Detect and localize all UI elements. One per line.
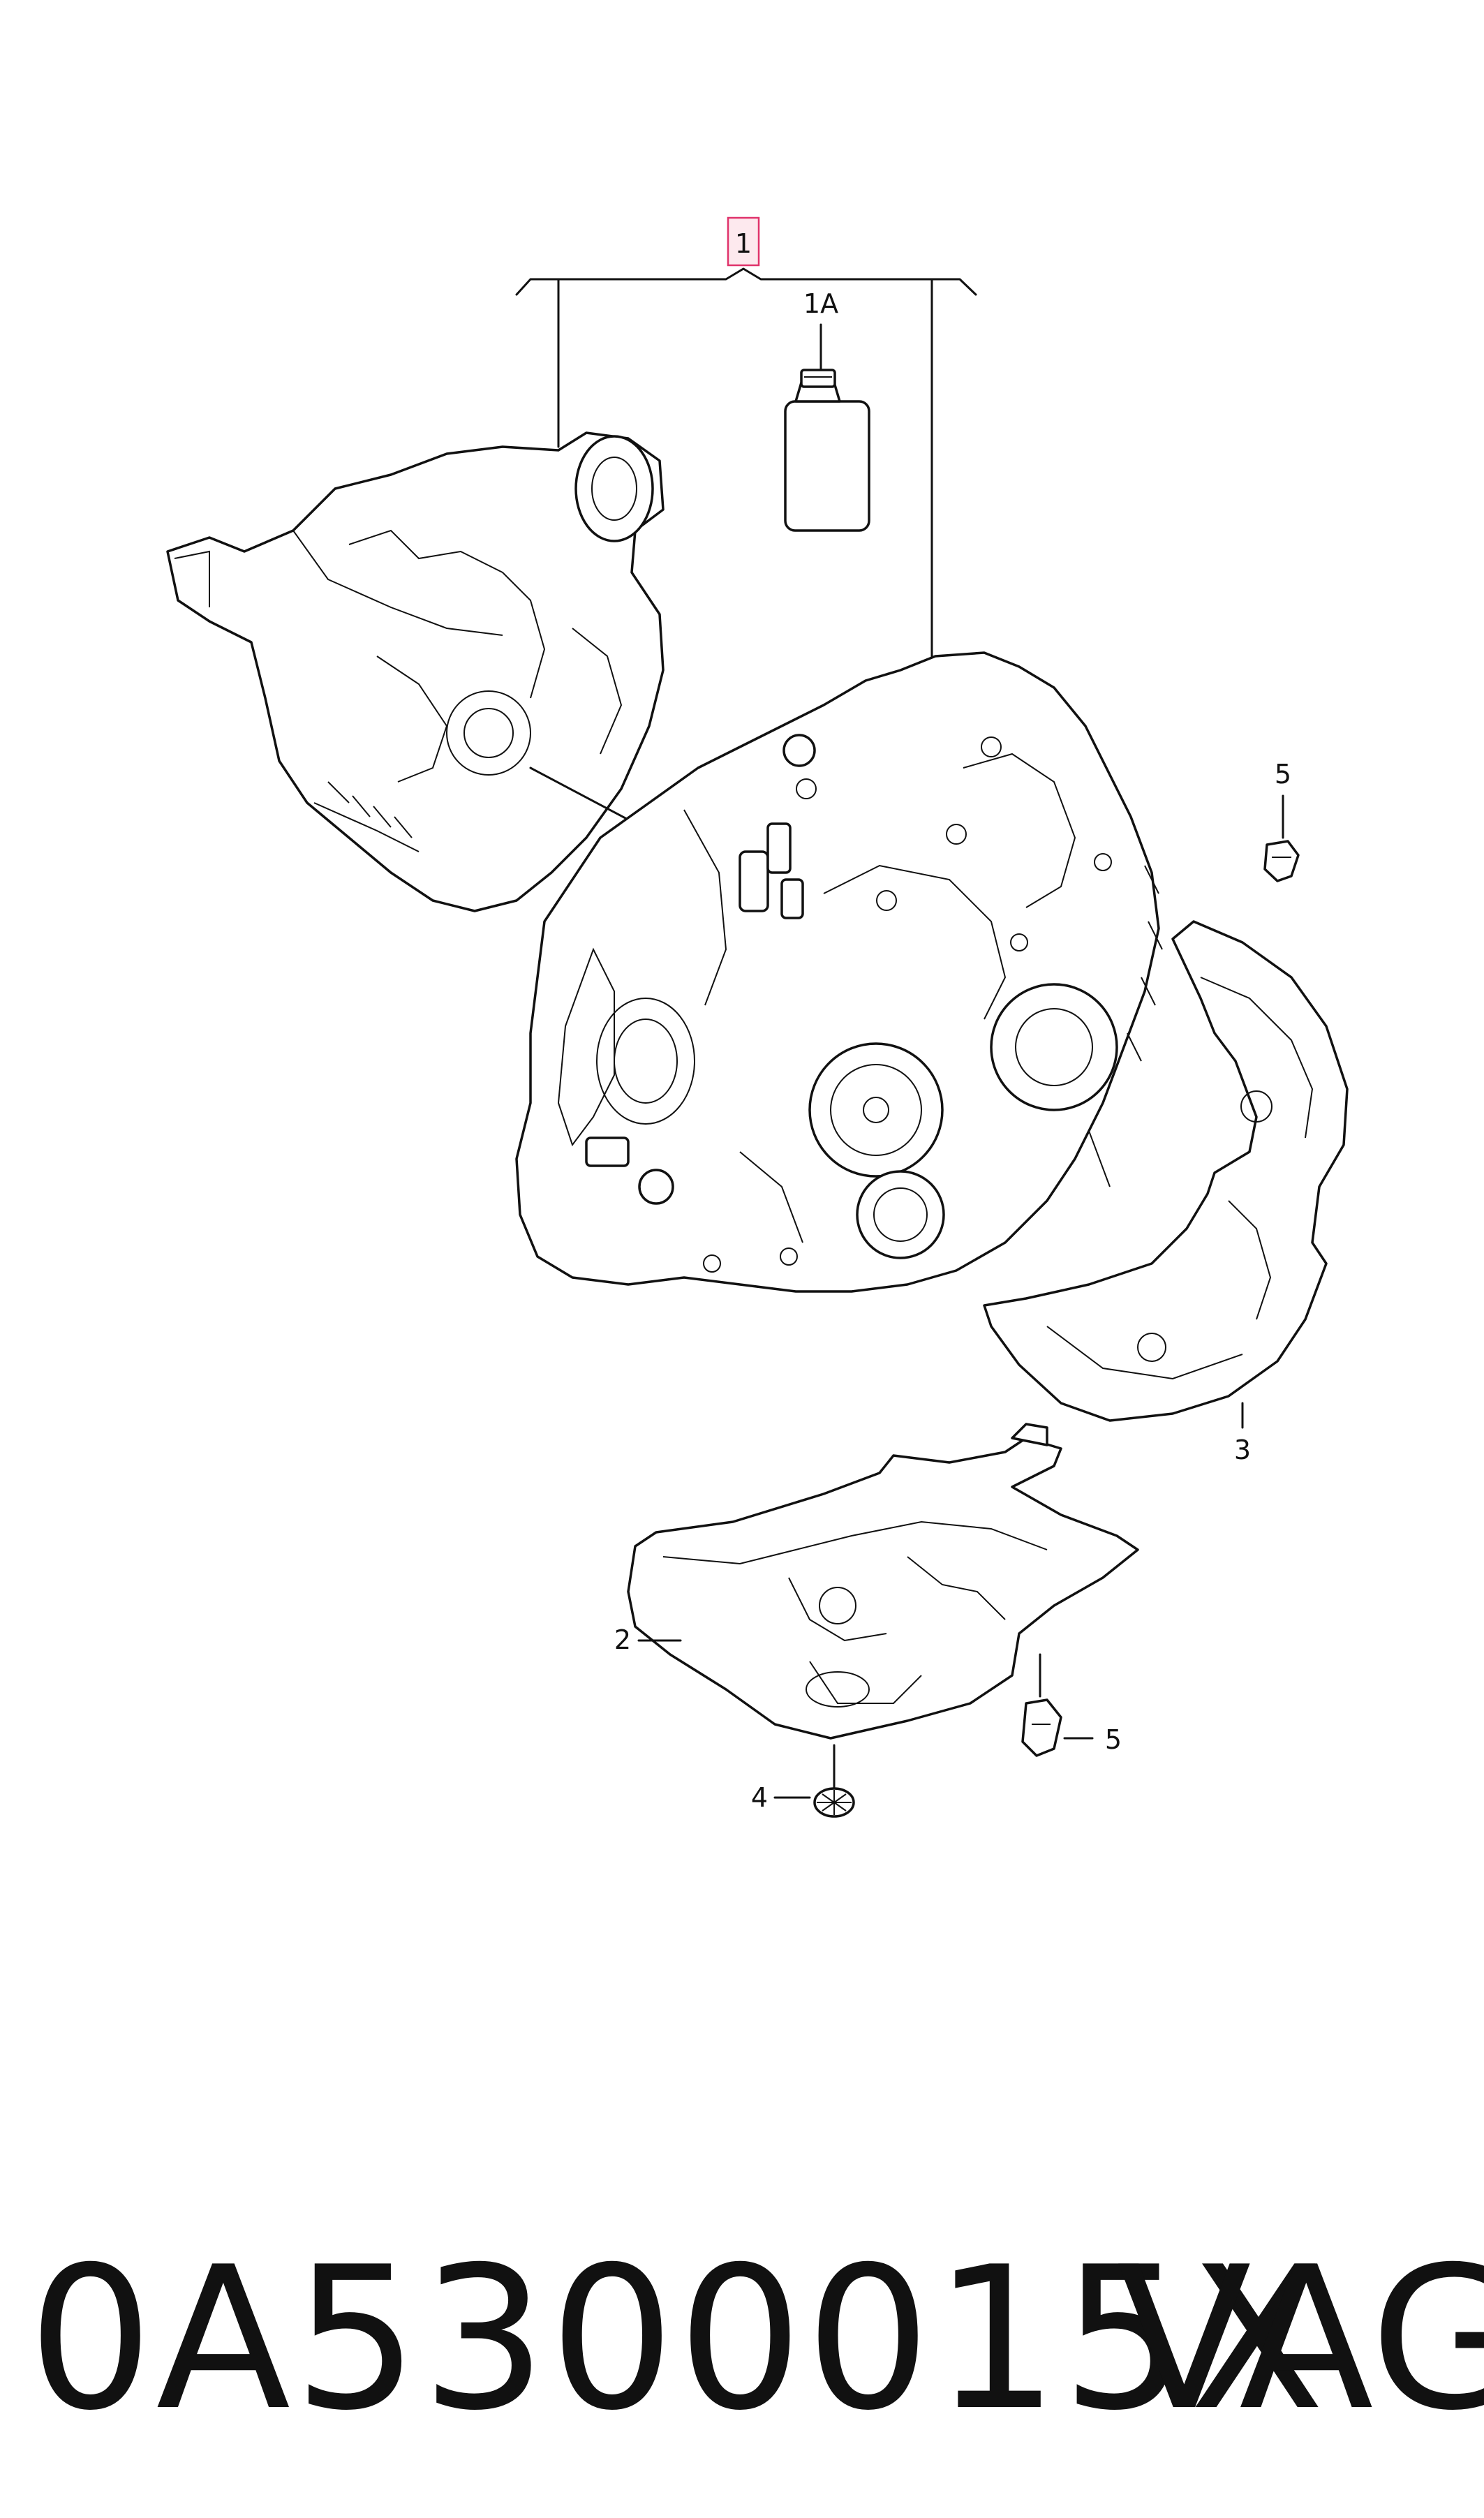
svg-text:4: 4: [751, 1782, 768, 1813]
callout-1-bracket: [515, 267, 977, 665]
svg-text:3: 3: [1234, 1435, 1251, 1465]
svg-text:2: 2: [614, 1624, 631, 1655]
callout-1-label: 1: [735, 228, 752, 259]
callout-1[interactable]: 1: [727, 216, 760, 267]
brand-name: VAG: [1117, 2224, 1484, 2454]
exploded-parts-diagram: 1 1A: [166, 216, 1349, 1818]
final-drive-housing[interactable]: [166, 431, 665, 912]
callout-3[interactable]: 3: [1234, 1402, 1251, 1465]
callout-1a[interactable]: 1A: [803, 288, 838, 371]
clip-fastener-lower[interactable]: [1021, 1653, 1062, 1757]
clip-fastener-upper[interactable]: [1263, 840, 1300, 882]
footer: 0A5300015X VAG: [0, 2199, 1484, 2478]
part-number: 0A5300015X: [28, 2224, 1328, 2454]
gearbox-housing[interactable]: [515, 651, 1163, 1293]
side-noise-shield[interactable]: [983, 920, 1349, 1422]
svg-text:5: 5: [1275, 759, 1291, 790]
gear-oil-bottle[interactable]: [784, 369, 870, 532]
grommet[interactable]: [813, 1744, 855, 1818]
svg-text:1A: 1A: [803, 288, 838, 319]
callout-2[interactable]: 2: [614, 1624, 682, 1655]
callout-5-upper[interactable]: 5: [1275, 759, 1291, 839]
bottom-noise-shield[interactable]: [627, 1423, 1139, 1740]
callout-5-lower[interactable]: 5: [1063, 1724, 1122, 1755]
svg-text:5: 5: [1105, 1724, 1122, 1755]
callout-4[interactable]: 4: [751, 1782, 811, 1813]
